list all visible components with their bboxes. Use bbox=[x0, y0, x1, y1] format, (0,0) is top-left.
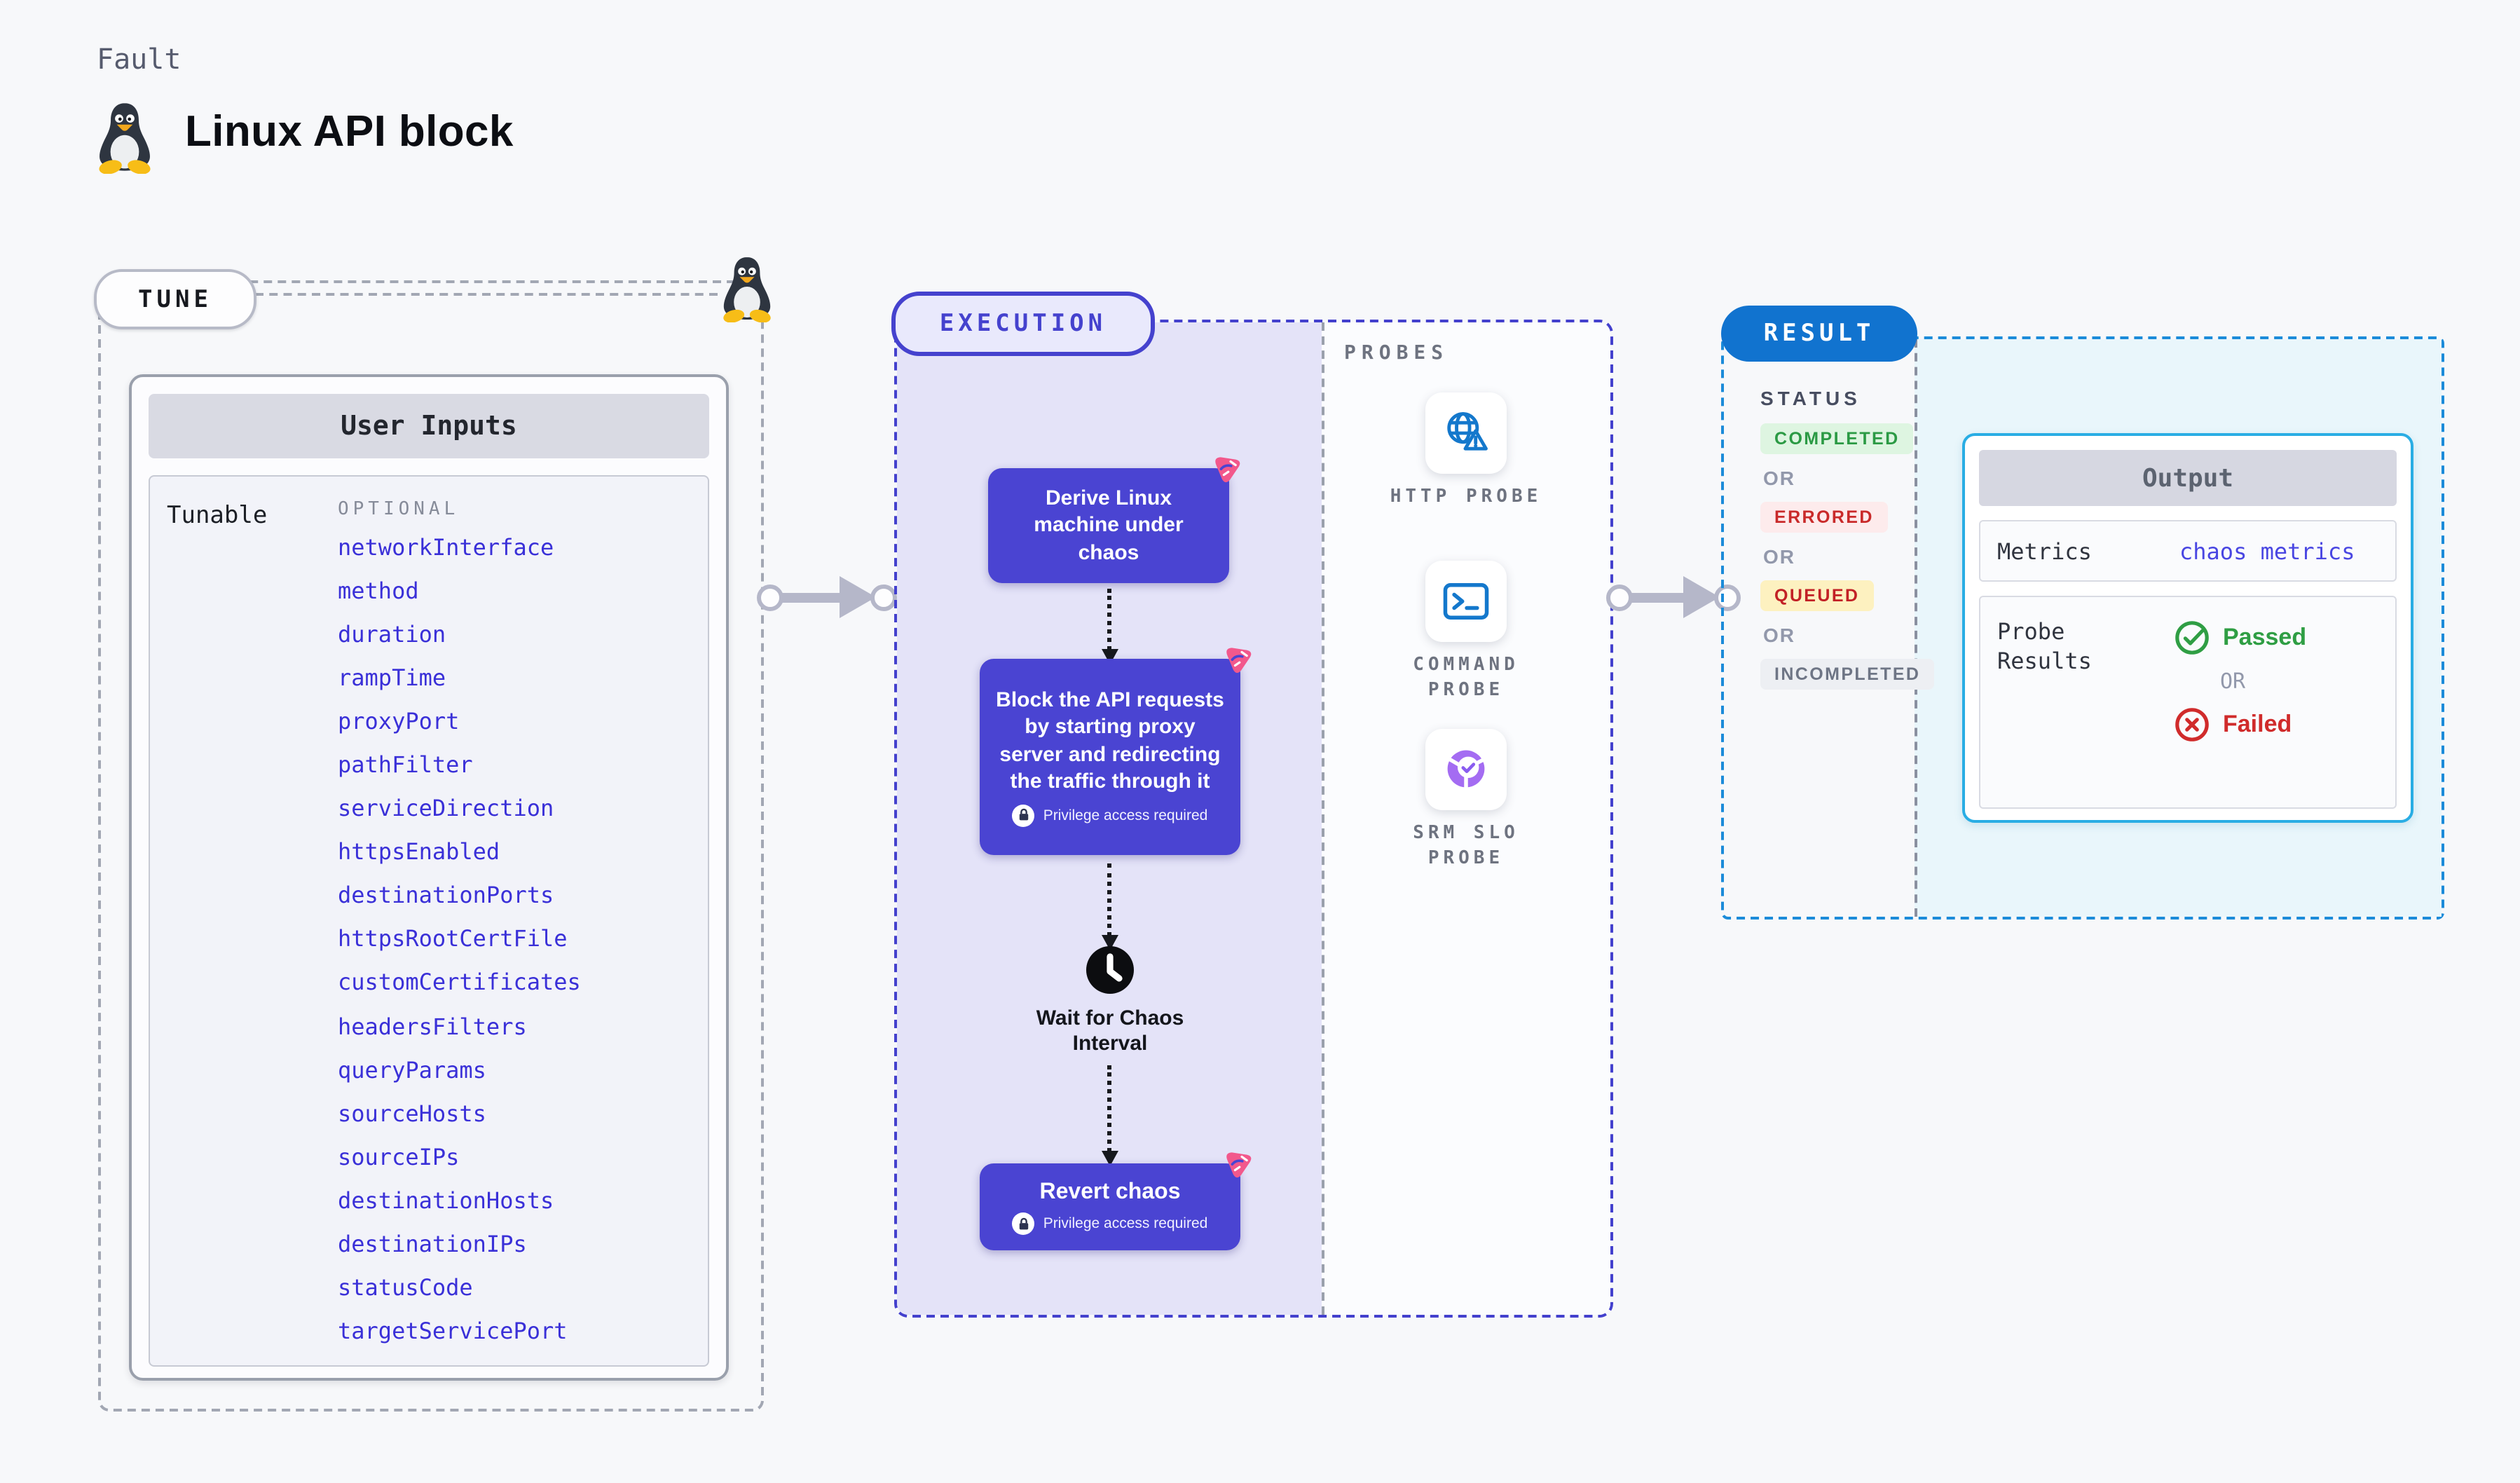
param-link[interactable]: httpsRootCertFile bbox=[338, 925, 568, 952]
param-link[interactable]: destinationPorts bbox=[338, 882, 554, 909]
param-link[interactable]: sourceHosts bbox=[338, 1100, 486, 1127]
tune-dashed-connector bbox=[255, 293, 718, 296]
execution-probes-divider bbox=[1322, 322, 1324, 1315]
passed-verdict: Passed bbox=[2174, 620, 2306, 656]
param-link[interactable]: pathFilter bbox=[338, 751, 473, 779]
param-link[interactable]: httpsEnabled bbox=[338, 838, 500, 866]
probe-results-row: Probe Results Passed OR Failed bbox=[1979, 596, 2397, 809]
flow-arrow-3 bbox=[1102, 1065, 1118, 1166]
chaos-pinwheel-icon bbox=[1221, 1147, 1254, 1180]
result-section-label: RESULT bbox=[1721, 306, 1917, 362]
tunable-label: Tunable bbox=[167, 502, 268, 530]
lock-icon bbox=[1012, 804, 1035, 827]
srm-slo-probe-card bbox=[1425, 729, 1507, 810]
tunable-params: networkInterface method duration rampTim… bbox=[338, 534, 694, 1346]
or-separator: OR bbox=[1763, 545, 1795, 568]
param-link[interactable]: customCertificates bbox=[338, 969, 581, 996]
user-inputs-card: User Inputs Tunable OPTIONAL networkInte… bbox=[129, 374, 729, 1381]
or-separator: OR bbox=[2220, 669, 2246, 694]
param-link[interactable]: method bbox=[338, 578, 419, 605]
probe-results-label: Probe Results bbox=[1997, 618, 2092, 674]
lock-icon bbox=[1012, 1212, 1035, 1236]
or-separator: OR bbox=[1763, 467, 1795, 489]
result-divider bbox=[1915, 339, 1917, 917]
slo-donut-icon bbox=[1439, 743, 1493, 796]
result-section-box: STATUS COMPLETED OR ERRORED OR QUEUED OR… bbox=[1721, 336, 2444, 920]
privilege-badge: Privilege access required bbox=[1012, 804, 1207, 827]
output-card: Output Metrics chaos metrics Probe Resul… bbox=[1962, 433, 2413, 823]
privilege-badge: Privilege access required bbox=[1012, 1212, 1207, 1236]
command-probe-card bbox=[1425, 561, 1507, 642]
chaos-pinwheel-icon bbox=[1210, 451, 1243, 485]
execution-to-result-arrow bbox=[1606, 576, 1741, 618]
param-link[interactable]: sourceIPs bbox=[338, 1143, 460, 1170]
param-link[interactable]: destinationHosts bbox=[338, 1187, 554, 1214]
check-circle-icon bbox=[2174, 620, 2210, 656]
status-title: STATUS bbox=[1760, 387, 1861, 409]
probes-panel bbox=[1322, 322, 1610, 1315]
status-badge-errored: ERRORED bbox=[1760, 502, 1888, 533]
user-inputs-title: User Inputs bbox=[149, 394, 709, 458]
param-link[interactable]: rampTime bbox=[338, 664, 446, 692]
failed-verdict: Failed bbox=[2174, 706, 2306, 743]
command-probe-label: COMMAND PROBE bbox=[1413, 655, 1519, 701]
page-title: Linux API block bbox=[185, 107, 514, 156]
param-link[interactable]: targetServicePort bbox=[338, 1317, 568, 1344]
exec-node-revert: Revert chaos Privilege access required bbox=[980, 1163, 1240, 1250]
exec-node-derive: Derive Linux machine under chaos bbox=[988, 468, 1229, 583]
status-badge-completed: COMPLETED bbox=[1760, 423, 1914, 454]
clock-icon bbox=[1085, 945, 1135, 995]
status-list: COMPLETED OR ERRORED OR QUEUED OR INCOMP… bbox=[1760, 423, 1935, 690]
execution-section-label: EXECUTION bbox=[891, 292, 1155, 356]
wait-interval-label: Wait for Chaos Interval bbox=[1036, 1006, 1184, 1055]
chaos-metrics-link[interactable]: chaos metrics bbox=[2179, 538, 2355, 564]
param-link[interactable]: duration bbox=[338, 621, 446, 648]
param-link[interactable]: serviceDirection bbox=[338, 795, 554, 822]
linux-tux-icon bbox=[93, 101, 157, 174]
probes-title: PROBES bbox=[1344, 342, 1449, 364]
metrics-row: Metrics chaos metrics bbox=[1979, 520, 2397, 582]
param-link[interactable]: networkInterface bbox=[338, 534, 554, 561]
tune-to-execution-arrow bbox=[757, 576, 897, 618]
flow-arrow-1 bbox=[1102, 589, 1118, 664]
http-probe-card bbox=[1425, 392, 1507, 474]
param-link[interactable]: queryParams bbox=[338, 1056, 486, 1084]
fault-eyebrow: Fault bbox=[97, 42, 182, 76]
execution-section-box: Derive Linux machine under chaos Block t… bbox=[894, 320, 1613, 1318]
chaos-pinwheel-icon bbox=[1221, 642, 1254, 676]
linux-tux-icon-small bbox=[718, 255, 776, 322]
flow-arrow-2 bbox=[1102, 863, 1118, 950]
param-link[interactable]: statusCode bbox=[338, 1273, 473, 1301]
status-badge-queued: QUEUED bbox=[1760, 580, 1874, 611]
param-link[interactable]: destinationIPs bbox=[338, 1230, 527, 1257]
http-probe-label: HTTP PROBE bbox=[1390, 486, 1542, 507]
param-link[interactable]: proxyPort bbox=[338, 708, 460, 735]
x-circle-icon bbox=[2174, 706, 2210, 743]
status-badge-incompleted: INCOMPLETED bbox=[1760, 659, 1935, 690]
param-link[interactable]: headersFilters bbox=[338, 1013, 527, 1040]
srm-slo-probe-label: SRM SLO PROBE bbox=[1413, 823, 1519, 869]
output-title: Output bbox=[1979, 450, 2397, 506]
metrics-label: Metrics bbox=[1997, 538, 2092, 564]
tune-section-label: TUNE bbox=[94, 269, 256, 329]
terminal-icon bbox=[1439, 575, 1493, 628]
user-inputs-list: Tunable OPTIONAL networkInterface method… bbox=[149, 475, 709, 1367]
globe-alert-icon bbox=[1439, 406, 1493, 460]
exec-node-block-api: Block the API requests by starting proxy… bbox=[980, 659, 1240, 855]
optional-tag: OPTIONAL bbox=[338, 499, 460, 520]
or-separator: OR bbox=[1763, 624, 1795, 646]
tune-section-box bbox=[98, 280, 764, 1412]
